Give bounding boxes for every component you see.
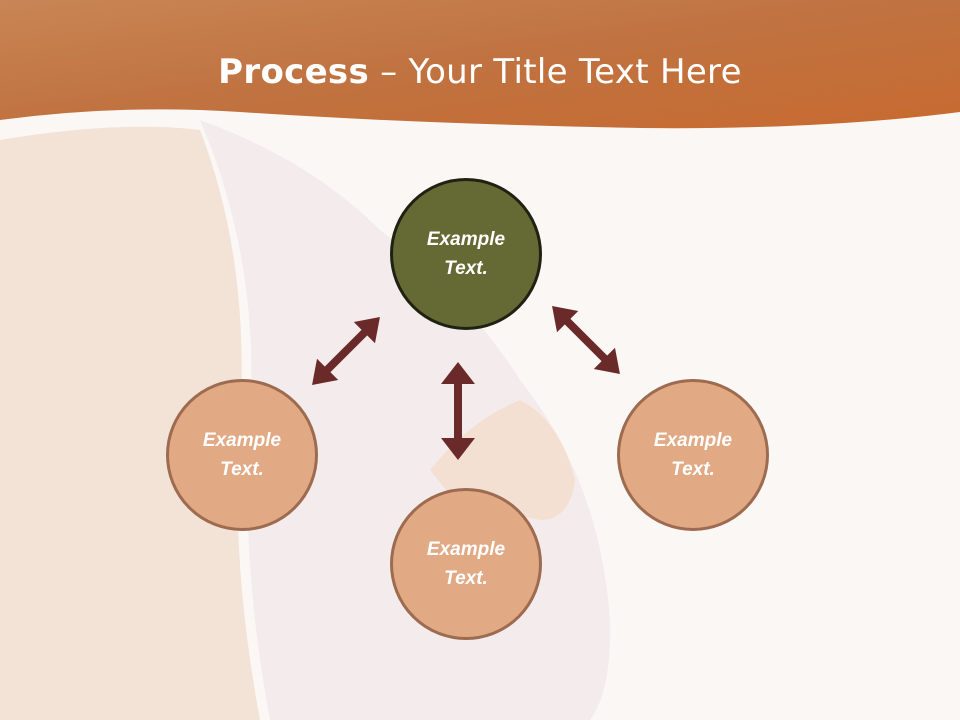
node-center-text: Example Text. bbox=[426, 229, 506, 279]
arrow-center-right bbox=[552, 306, 620, 374]
node-right-text: Example Text. bbox=[653, 430, 733, 480]
process-node-center: Example Text. bbox=[390, 178, 542, 330]
node-bottom-text: Example Text. bbox=[426, 539, 506, 589]
title-rest: Your Title Text Here bbox=[408, 52, 742, 92]
slide-title: Process – Your Title Text Here bbox=[0, 52, 960, 92]
process-node-left: Example Text. bbox=[166, 379, 318, 531]
arrow-center-bottom bbox=[441, 362, 475, 460]
node-left-text: Example Text. bbox=[202, 430, 282, 480]
arrow-center-left bbox=[312, 317, 380, 385]
title-bold: Process bbox=[218, 52, 370, 92]
title-dash: – bbox=[369, 52, 409, 92]
process-node-right: Example Text. bbox=[617, 379, 769, 531]
process-node-bottom: Example Text. bbox=[390, 488, 542, 640]
